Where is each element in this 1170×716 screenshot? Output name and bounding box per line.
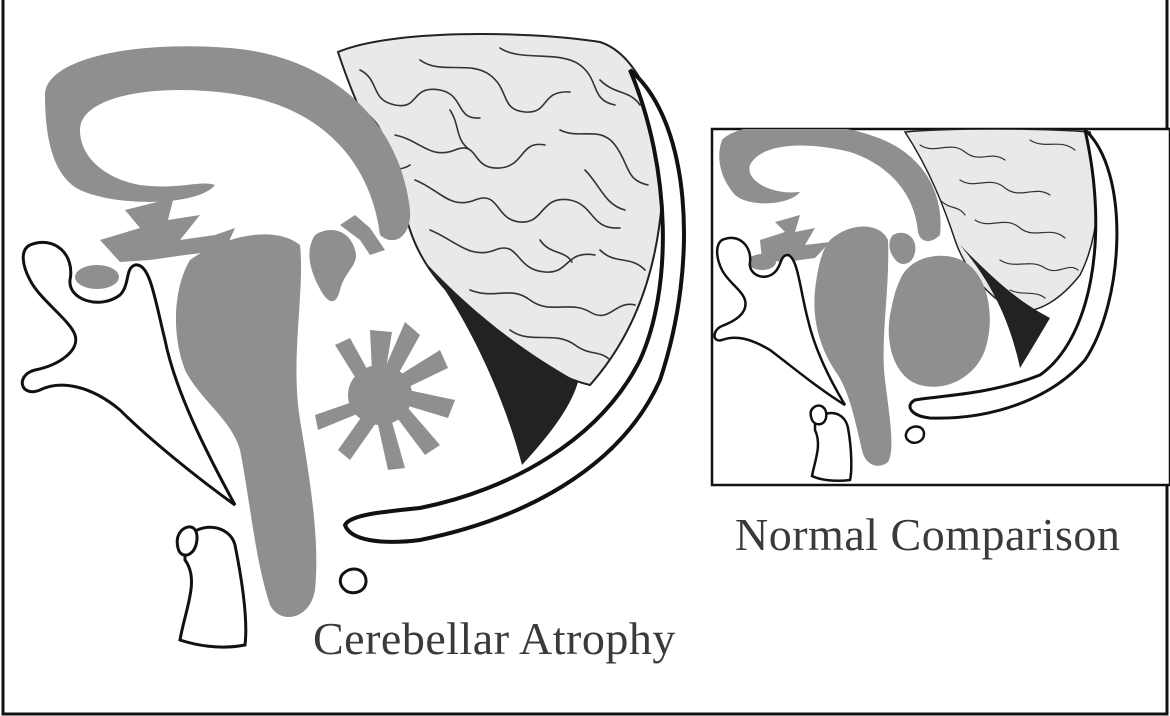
inset-pituitary bbox=[748, 254, 776, 270]
epiglottis-outline bbox=[178, 525, 248, 649]
pituitary bbox=[75, 265, 119, 289]
pineal-region bbox=[340, 215, 385, 255]
vertebra-outline bbox=[338, 567, 368, 595]
atrophic-cerebellum bbox=[315, 322, 455, 470]
main-panel bbox=[20, 32, 686, 649]
pharynx-outline bbox=[20, 241, 237, 507]
skull-band bbox=[342, 68, 686, 544]
brainstem bbox=[175, 234, 317, 618]
inset-gyri bbox=[919, 139, 1079, 299]
inset-csf-space bbox=[960, 245, 1050, 368]
tectum bbox=[309, 230, 357, 302]
hyoid-outline bbox=[175, 525, 199, 557]
inset-pharynx-outline bbox=[713, 236, 847, 407]
inset-vertebra-outline bbox=[904, 425, 926, 444]
corpus-callosum bbox=[45, 46, 411, 241]
inset-panel bbox=[710, 127, 1170, 487]
normal-comparison-caption: Normal Comparison bbox=[735, 509, 1121, 560]
inset-normal-cerebellum bbox=[888, 255, 990, 387]
inset-corpus-callosum bbox=[719, 129, 941, 242]
inset-hyoid-outline bbox=[809, 404, 828, 426]
inset-skull-band bbox=[908, 129, 1119, 420]
inset-tectum bbox=[889, 232, 916, 264]
cerebellar-atrophy-caption: Cerebellar Atrophy bbox=[313, 613, 676, 664]
inset-cerebral-cortex bbox=[903, 129, 1099, 313]
fornix bbox=[100, 190, 235, 262]
enlarged-csf-space bbox=[425, 262, 578, 465]
inset-fornix bbox=[760, 215, 830, 262]
inset-brainstem bbox=[814, 226, 892, 466]
inset-epiglottis-outline bbox=[810, 411, 853, 483]
